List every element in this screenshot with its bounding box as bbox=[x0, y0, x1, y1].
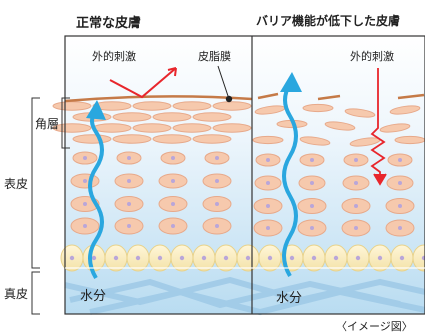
skin-cell bbox=[299, 153, 325, 167]
skin-cell bbox=[252, 135, 284, 145]
stratum-corneum-label: 角層 bbox=[35, 117, 60, 131]
skin-cell bbox=[72, 134, 112, 144]
dermis-label: 真皮 bbox=[4, 287, 29, 301]
skin-cell bbox=[192, 134, 232, 144]
skin-cell bbox=[204, 151, 230, 165]
basal-cell bbox=[82, 244, 106, 272]
blocked-stimulus-arrow bbox=[109, 67, 177, 99]
skin-cell bbox=[298, 175, 326, 191]
skin-cell bbox=[341, 219, 371, 237]
skin-cell bbox=[302, 103, 334, 113]
skin-cell bbox=[254, 175, 282, 191]
basal-cell bbox=[214, 244, 238, 272]
skin-cell bbox=[132, 123, 172, 133]
basal-cell bbox=[302, 244, 326, 272]
skin-cell bbox=[114, 196, 144, 212]
water-arrow-normal bbox=[88, 110, 104, 280]
water-arrow-damaged bbox=[282, 82, 298, 278]
skin-cell bbox=[72, 151, 98, 165]
basal-cell bbox=[192, 244, 216, 272]
basal-cell bbox=[346, 244, 370, 272]
skin-cell bbox=[172, 101, 212, 111]
skin-cell bbox=[158, 196, 188, 212]
skin-cell bbox=[202, 196, 232, 212]
image-caption: 〈イメージ図〉 bbox=[336, 320, 413, 333]
normal-epidermis-cells bbox=[70, 151, 232, 235]
skin-cell bbox=[379, 123, 411, 133]
water-arrow-normal-head bbox=[86, 100, 106, 120]
basal-cell bbox=[60, 244, 84, 272]
skin-cell bbox=[152, 112, 192, 122]
skin-cell bbox=[389, 105, 421, 115]
skin-cell bbox=[160, 151, 186, 165]
basal-cell bbox=[148, 244, 172, 272]
skin-cell bbox=[192, 112, 232, 122]
skin-cell bbox=[297, 198, 327, 214]
skin-cell bbox=[70, 217, 100, 235]
skin-cell bbox=[152, 134, 192, 144]
normal-corneum-cells bbox=[52, 101, 252, 144]
basal-cell bbox=[236, 244, 260, 272]
damaged-epidermis-cells bbox=[253, 153, 415, 237]
skin-cell bbox=[92, 101, 132, 111]
skin-cell bbox=[158, 173, 188, 189]
skin-cell bbox=[172, 123, 212, 133]
basal-cell bbox=[412, 244, 425, 272]
skin-cell bbox=[324, 121, 356, 131]
skin-cell bbox=[342, 175, 370, 191]
epidermis-label: 表皮 bbox=[4, 177, 29, 191]
basal-cell bbox=[258, 244, 282, 272]
skin-cell bbox=[112, 112, 152, 122]
diagram-frame bbox=[64, 35, 425, 315]
skin-cell bbox=[253, 198, 283, 214]
skin-cell bbox=[385, 198, 415, 214]
skin-cell bbox=[70, 173, 100, 189]
sebum-film-leader bbox=[217, 65, 230, 100]
skin-cell bbox=[132, 101, 172, 111]
water-arrow-damaged-head bbox=[280, 72, 302, 92]
skin-cell bbox=[385, 219, 415, 237]
skin-cell bbox=[253, 219, 283, 237]
normal-skin-title: 正常な皮膚 bbox=[76, 16, 142, 31]
skin-cell bbox=[255, 153, 281, 167]
basal-cell bbox=[324, 244, 348, 272]
skin-cell bbox=[114, 217, 144, 235]
basal-cell bbox=[104, 244, 128, 272]
damaged-sebum-fragments bbox=[257, 92, 425, 101]
skin-cell bbox=[387, 153, 413, 167]
skin-cell bbox=[158, 217, 188, 235]
damaged-skin-panel bbox=[252, 36, 425, 314]
skin-cell bbox=[394, 135, 425, 145]
skin-cell bbox=[52, 101, 92, 111]
skin-cell bbox=[344, 108, 376, 118]
skin-cell bbox=[112, 134, 152, 144]
water-label-normal: 水分 bbox=[80, 289, 107, 304]
basal-cell-row bbox=[60, 244, 425, 272]
skin-cell bbox=[386, 175, 414, 191]
skin-cell bbox=[297, 219, 327, 237]
skin-cell bbox=[299, 136, 331, 146]
skin-cell bbox=[343, 153, 369, 167]
basal-cell bbox=[368, 244, 392, 272]
damaged-skin-title: バリア機能が低下した皮膚 bbox=[256, 14, 401, 28]
external-stimulus-label-right: 外的刺激 bbox=[350, 50, 394, 63]
skin-cell bbox=[116, 151, 142, 165]
skin-cell bbox=[92, 123, 132, 133]
external-stimulus-label-left: 外的刺激 bbox=[92, 50, 136, 63]
skin-cell bbox=[341, 198, 371, 214]
dermis-fibres bbox=[64, 276, 425, 316]
skin-cell bbox=[212, 101, 252, 111]
skin-cell bbox=[114, 173, 144, 189]
layer-brackets bbox=[31, 97, 70, 315]
basal-cell bbox=[390, 244, 414, 272]
skin-cell bbox=[212, 123, 252, 133]
skin-cell bbox=[202, 217, 232, 235]
penetrating-stimulus-arrow bbox=[370, 68, 387, 186]
sebum-film-label: 皮脂膜 bbox=[198, 50, 231, 63]
basal-cell bbox=[126, 244, 150, 272]
skin-cell bbox=[202, 173, 232, 189]
water-label-damaged: 水分 bbox=[276, 291, 303, 306]
basal-cell bbox=[170, 244, 194, 272]
